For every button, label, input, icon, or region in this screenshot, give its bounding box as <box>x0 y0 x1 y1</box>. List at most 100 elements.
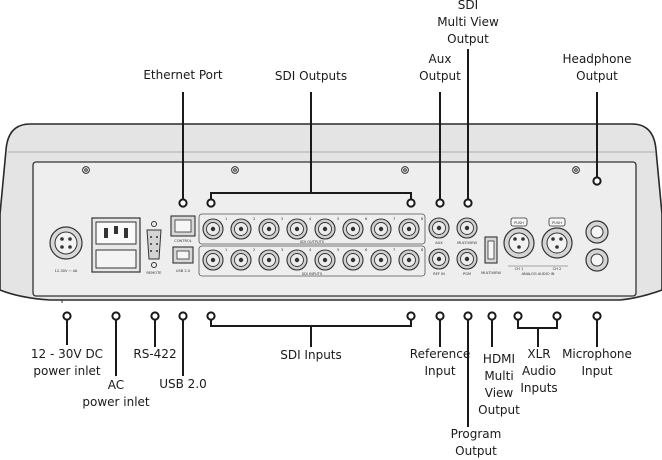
bnc-number-label: 8 <box>421 248 424 252</box>
panel-sdi-outputs-label: SDI OUTPUTS <box>300 240 325 244</box>
panel-push-ch2-label: PUSH <box>552 221 562 225</box>
label-ethernet-port: Ethernet Port <box>133 67 233 84</box>
sdi-multiview-bnc-icon <box>456 217 478 239</box>
panel-ch1-label: CH 1 <box>515 267 524 271</box>
rs422-port-icon <box>146 221 162 268</box>
bnc-number-label: 1 <box>225 217 227 221</box>
sdi-output-bnc-icon <box>258 218 280 240</box>
headphone-jack-icon <box>585 220 609 244</box>
xlr-input-ch1-icon <box>503 217 535 259</box>
label-ac-power-inlet-line: AC <box>107 378 125 392</box>
bnc-number-label: 3 <box>281 217 283 221</box>
label-sdi-outputs: SDI Outputs <box>261 68 361 85</box>
panel-control-label: CONTROL <box>174 239 192 243</box>
panel-ch2-label: CH 2 <box>553 267 562 271</box>
label-xlr-audio-inputs-line: XLR <box>527 347 551 361</box>
label-ac-power-inlet: AC power inlet <box>71 377 161 411</box>
sdi-output-bnc-icon <box>398 218 420 240</box>
panel-hdmi-multiview-label: MULTIVIEW <box>481 271 501 275</box>
sdi-output-bnc-icon <box>230 218 252 240</box>
panel-sdi-inputs-label: SDI INPUTS <box>302 272 323 276</box>
bnc-number-label: 6 <box>365 217 368 221</box>
panel-multiview-label: MULTIVIEW <box>457 241 477 245</box>
microphone-jack-icon <box>585 248 609 272</box>
label-usb-line: USB 2.0 <box>159 377 207 391</box>
label-dc-power-inlet: 12 - 30V DC power inlet <box>20 346 114 380</box>
panel-pgm-label: PGM <box>463 272 471 276</box>
label-headphone-output-line: Headphone <box>562 52 632 66</box>
sdi-input-bnc-icon <box>286 249 308 271</box>
label-reference-input-line: Reference <box>409 347 471 361</box>
sdi-output-bnc-icon <box>314 218 336 240</box>
label-dc-power-inlet-line: 12 - 30V DC <box>30 347 104 361</box>
label-hdmi-multiview-output-line: HDMI <box>482 352 516 366</box>
bnc-number-label: 6 <box>365 248 368 252</box>
callout-lines <box>66 49 598 427</box>
label-sdi-multiview-output-line: SDI <box>457 0 479 12</box>
reference-input-bnc-icon <box>428 248 450 270</box>
sdi-input-bnc-icon <box>398 249 420 271</box>
sdi-input-bnc-icon <box>202 249 224 271</box>
label-hdmi-multiview-output-line: Multi <box>484 369 514 383</box>
sdi-output-bnc-icon <box>342 218 364 240</box>
callout-dots <box>62 176 602 321</box>
sdi-input-bnc-icon <box>370 249 392 271</box>
label-hdmi-multiview-output-line: Output <box>478 403 520 417</box>
label-program-output-line: Output <box>455 444 497 458</box>
label-ac-power-inlet-line: power inlet <box>82 395 150 409</box>
label-dc-power-inlet-line: power inlet <box>33 364 101 378</box>
label-sdi-multiview-output-line: Multi View <box>437 15 499 29</box>
bnc-number-label: 7 <box>393 248 395 252</box>
label-program-output-line: Program <box>450 427 502 441</box>
sdi-inputs-group <box>198 245 426 277</box>
bnc-number-label: 4 <box>309 248 312 252</box>
bnc-number-label: 7 <box>393 217 395 221</box>
label-sdi-inputs: SDI Inputs <box>261 347 361 364</box>
panel-aux-label: AUX <box>435 241 443 245</box>
label-sdi-inputs-line: SDI Inputs <box>280 348 342 362</box>
bnc-number-label: 3 <box>281 248 283 252</box>
label-microphone-input-line: Input <box>581 364 613 378</box>
label-ethernet-port-line: Ethernet Port <box>143 68 223 82</box>
panel-dc-rating: 12-30V ⎓ 4A <box>55 269 78 273</box>
sdi-input-bnc-icon <box>342 249 364 271</box>
label-reference-input-line: Input <box>424 364 456 378</box>
dc-power-inlet-icon <box>49 226 83 260</box>
panel-usb-label: USB 2.0 <box>176 269 191 273</box>
panel-push-ch1-label: PUSH <box>514 221 524 225</box>
sdi-input-bnc-icon <box>230 249 252 271</box>
label-xlr-audio-inputs-line: Audio <box>521 364 557 378</box>
sdi-input-bnc-icon <box>314 249 336 271</box>
screw-icon <box>82 166 580 174</box>
panel-remote-label: REMOTE <box>146 271 162 275</box>
ac-power-inlet-icon <box>91 217 141 273</box>
label-hdmi-multiview-output-line: View <box>484 386 514 400</box>
label-headphone-output-line: Output <box>576 69 618 83</box>
label-aux-output-line: Output <box>419 69 461 83</box>
bnc-number-label: 5 <box>337 248 339 252</box>
label-rs422: RS-422 <box>125 346 185 363</box>
bnc-number-label: 5 <box>337 217 339 221</box>
usb-port-icon <box>172 246 194 264</box>
bnc-number-label: 2 <box>253 217 255 221</box>
sdi-input-bnc-icon <box>258 249 280 271</box>
sdi-outputs-group <box>198 213 426 245</box>
bnc-number-label: 2 <box>253 248 255 252</box>
panel-ref-in-label: REF IN <box>433 272 445 276</box>
sdi-output-bnc-icon <box>286 218 308 240</box>
aux-output-bnc-icon <box>428 217 450 239</box>
label-aux-output-line: Aux <box>428 52 452 66</box>
ethernet-port-icon <box>170 215 196 237</box>
bnc-number-label: 8 <box>421 217 424 221</box>
bnc-number-label: 4 <box>309 217 312 221</box>
xlr-input-ch2-icon <box>541 217 573 259</box>
label-rs422-line: RS-422 <box>133 347 177 361</box>
program-output-bnc-icon <box>456 248 478 270</box>
sdi-output-bnc-icon <box>202 218 224 240</box>
panel-analog-audio-in-label: ANALOG AUDIO IN <box>522 272 555 276</box>
